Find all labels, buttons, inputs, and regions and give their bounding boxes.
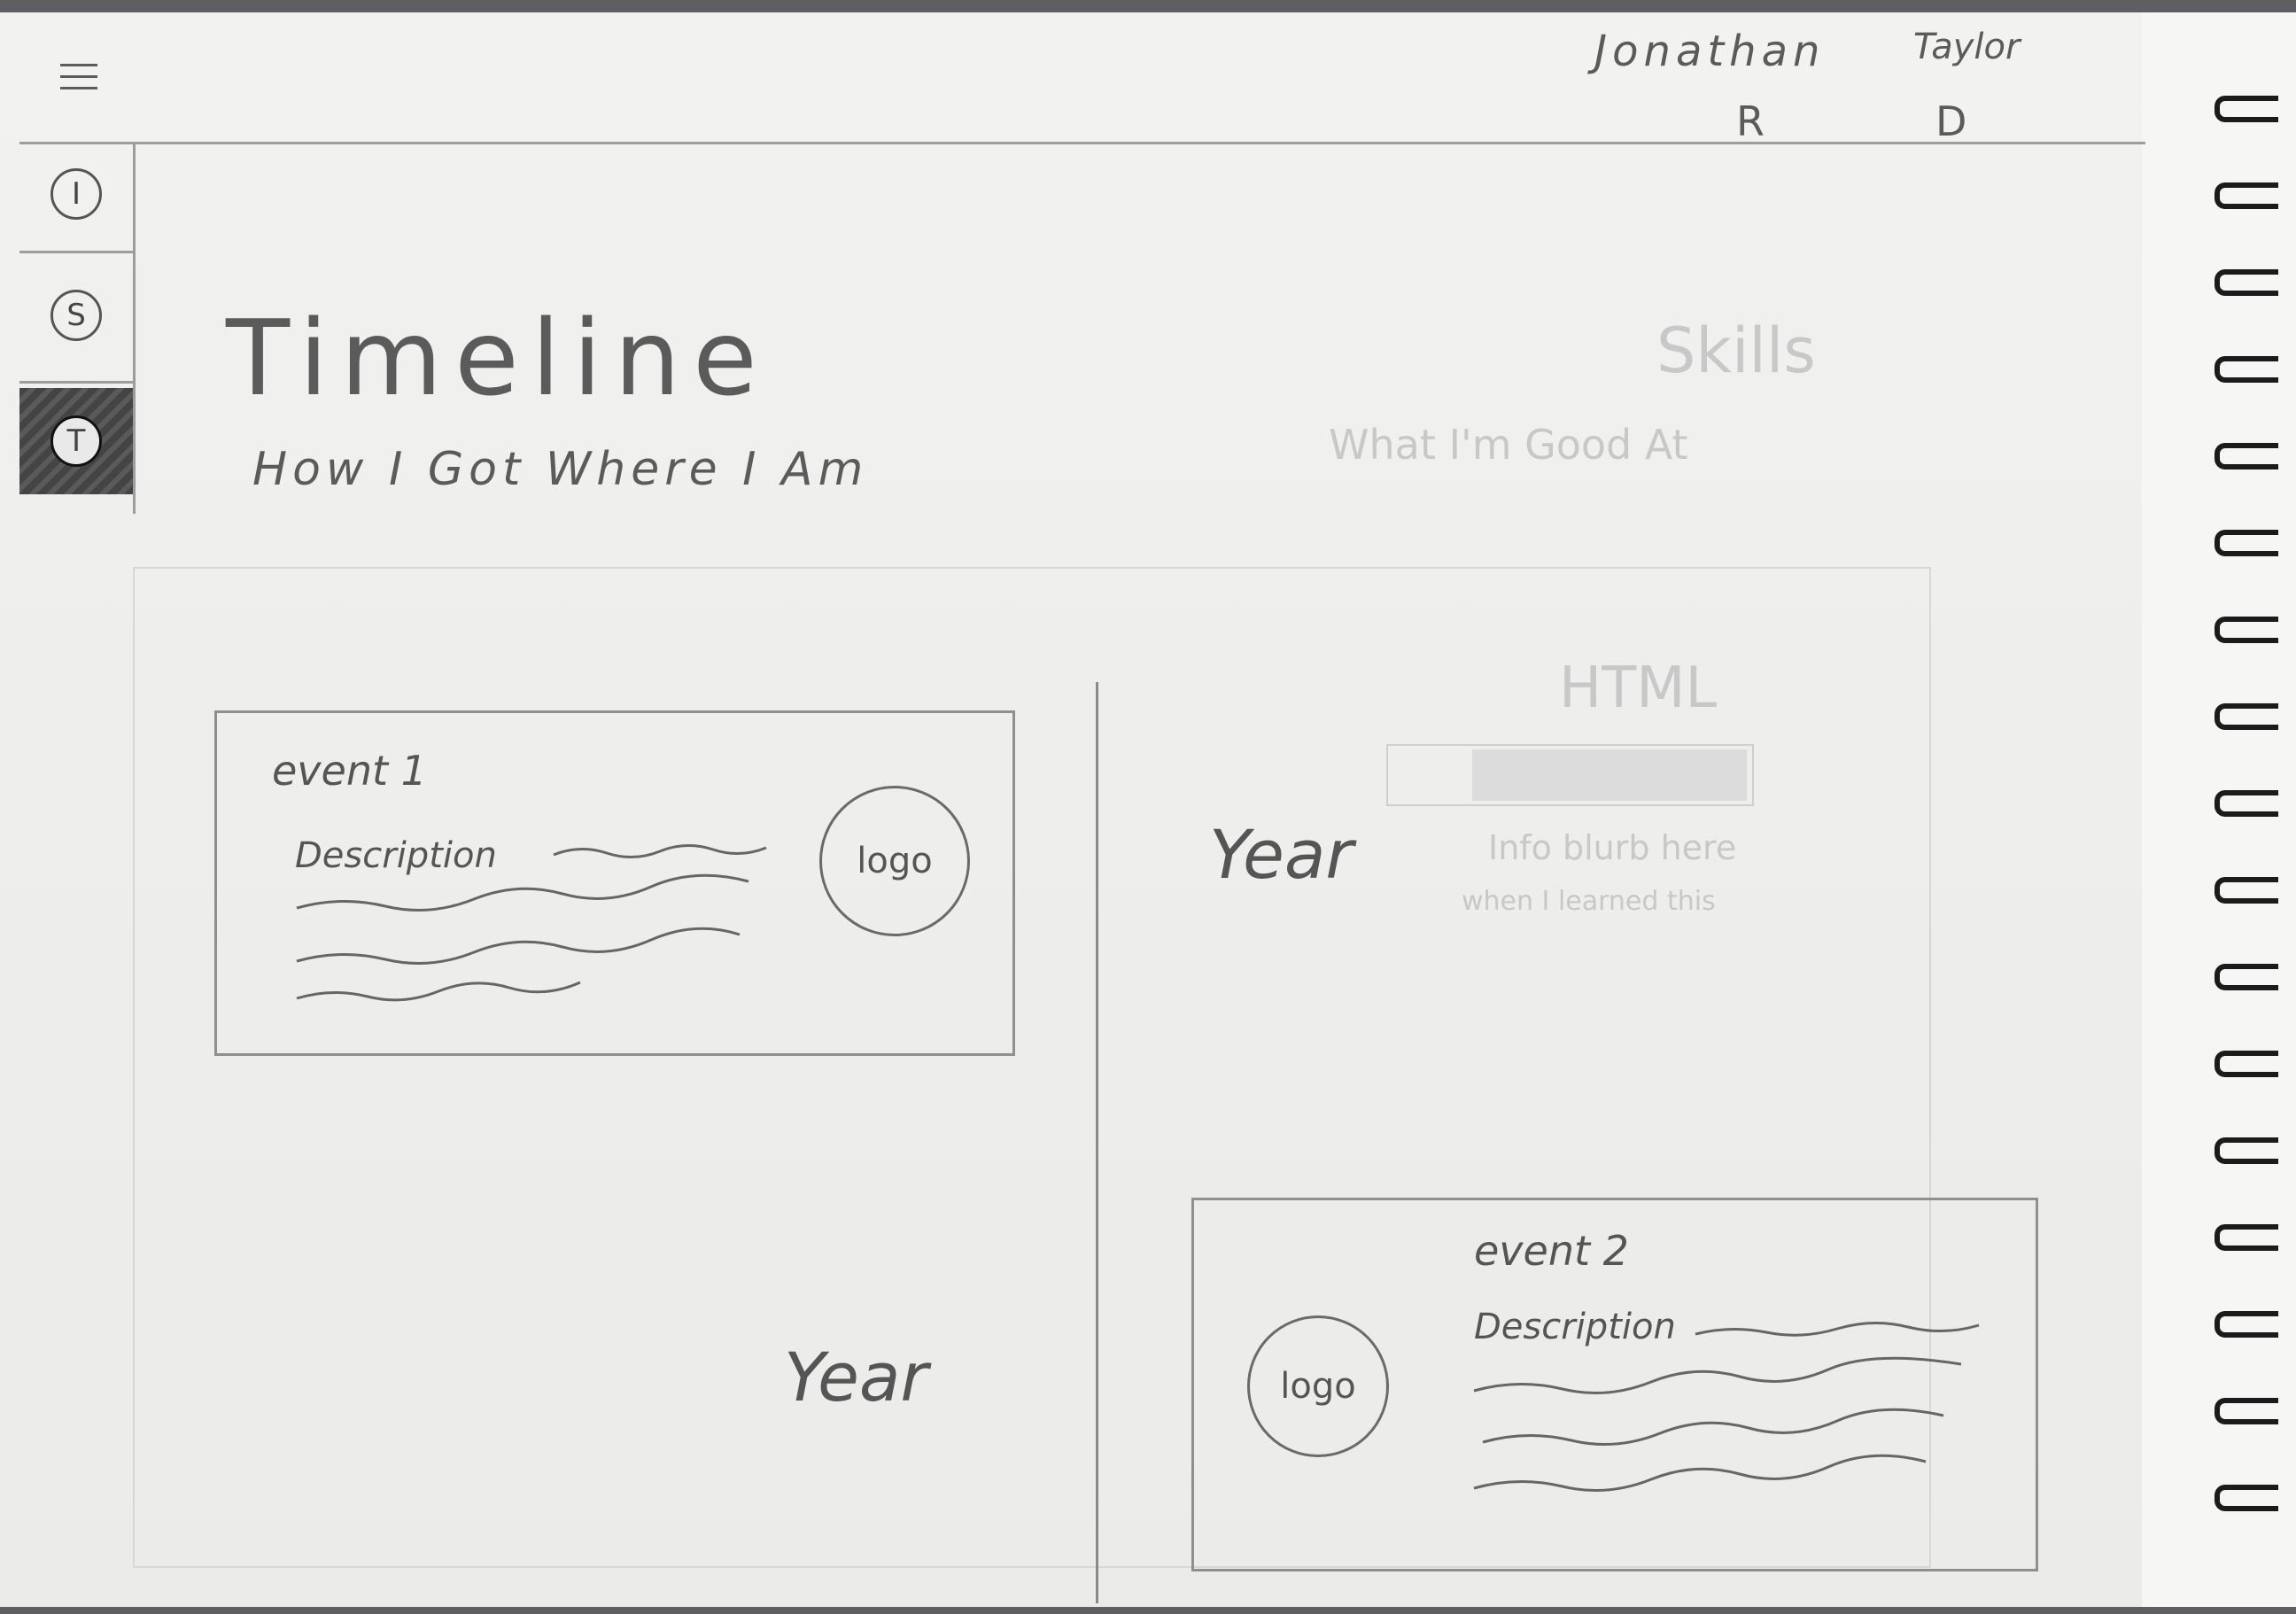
binding-ring <box>2215 1398 2278 1424</box>
page-title: Timeline <box>226 297 770 419</box>
bleed-through-card-title: HTML <box>1559 656 1718 721</box>
bleed-through-skill-bar <box>1386 744 1754 806</box>
binding-ring <box>2215 356 2278 383</box>
menu-icon-bar <box>60 64 97 66</box>
bleed-through-card-text-1: Info blurb here <box>1488 828 1737 867</box>
timeline-event-card[interactable]: event 1 Description logo <box>214 710 1015 1056</box>
menu-icon-bar <box>60 75 97 78</box>
bleed-through-subtitle: What I'm Good At <box>1329 421 1688 469</box>
menu-icon-bar <box>60 87 97 89</box>
sidebar-item-timeline[interactable]: T <box>19 388 133 494</box>
binding-ring <box>2215 617 2278 643</box>
skills-icon: S <box>50 290 102 341</box>
binding-ring <box>2215 790 2278 817</box>
content-frame <box>133 567 1931 1568</box>
bleed-through-title: Skills <box>1656 314 1816 387</box>
sidebar-item-intro[interactable]: I <box>19 137 133 251</box>
event-year: Year <box>784 1338 928 1416</box>
timeline-event-card[interactable]: event 2 Description logo <box>1191 1198 2038 1571</box>
bleed-through-card-text-2: when I learned this <box>1462 886 1716 917</box>
intro-icon: I <box>50 168 102 220</box>
header-divider <box>19 142 2145 144</box>
event-title: event 2 <box>1474 1227 1629 1275</box>
binding-ring <box>2215 1485 2278 1511</box>
sidebar-item-divider <box>19 381 133 384</box>
binding-ring <box>2215 96 2278 122</box>
author-last-name: Taylor <box>1913 27 2021 67</box>
binding-ring <box>2215 182 2278 209</box>
hamburger-menu-icon[interactable] <box>60 55 97 98</box>
timeline-axis <box>1096 682 1098 1603</box>
binding-ring <box>2215 1311 2278 1338</box>
event-title: event 1 <box>272 747 427 795</box>
event-description: Description <box>1474 1307 1676 1347</box>
binding-ring <box>2215 703 2278 730</box>
sketch-paper <box>0 12 2179 1607</box>
binding-ring <box>2215 1137 2278 1164</box>
author-first-initial: R <box>1736 97 1765 145</box>
binding-ring <box>2215 877 2278 904</box>
binding-ring <box>2215 1051 2278 1077</box>
sidebar-item-skills[interactable]: S <box>19 259 133 372</box>
description-placeholder-lines <box>296 844 767 1002</box>
binding-ring <box>2215 443 2278 469</box>
sidebar-divider <box>133 142 136 514</box>
sidebar-item-divider <box>19 251 133 253</box>
page-subtitle: How I Got Where I Am <box>252 443 869 496</box>
binding-ring <box>2215 530 2278 556</box>
description-placeholder-lines <box>1473 1322 1980 1492</box>
timeline-icon: T <box>50 415 102 467</box>
binding-ring <box>2215 964 2278 990</box>
event-description: Description <box>295 835 497 876</box>
bleed-through-skill-bar-fill <box>1472 749 1747 801</box>
binding-ring <box>2215 269 2278 296</box>
author-first-name: Jonathan <box>1594 27 1826 76</box>
author-last-initial: D <box>1935 97 1967 145</box>
binding-ring <box>2215 1224 2278 1251</box>
event-logo: logo <box>1247 1315 1389 1457</box>
event-logo: logo <box>819 786 970 936</box>
event-year: Year <box>1209 815 1354 894</box>
